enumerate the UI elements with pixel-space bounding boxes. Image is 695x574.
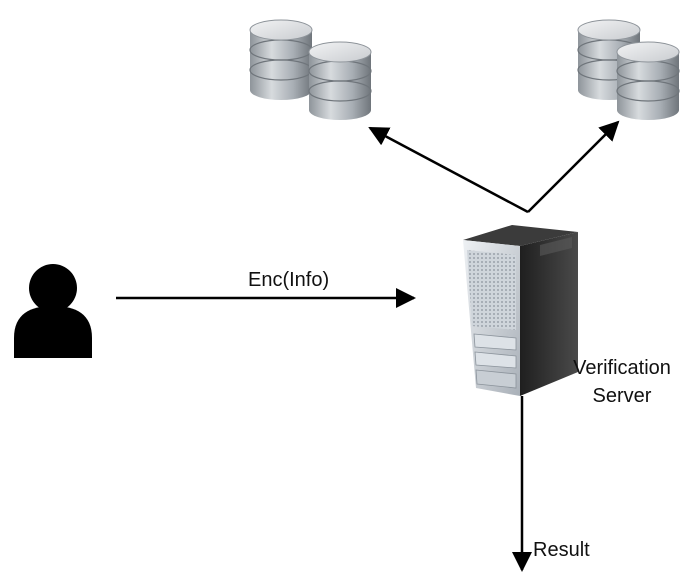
database-icon	[249, 19, 372, 120]
server-label-line1: Verification	[573, 357, 671, 379]
edge-label-enc: Enc(Info)	[248, 269, 329, 291]
server-label-line2: Server	[593, 385, 652, 407]
server-icon	[463, 225, 578, 396]
arrow-to-left-database	[368, 126, 529, 214]
user-icon	[14, 264, 92, 358]
arrow-to-right-database	[527, 120, 620, 213]
result-label: Result	[533, 539, 590, 561]
database-icon	[577, 19, 680, 120]
